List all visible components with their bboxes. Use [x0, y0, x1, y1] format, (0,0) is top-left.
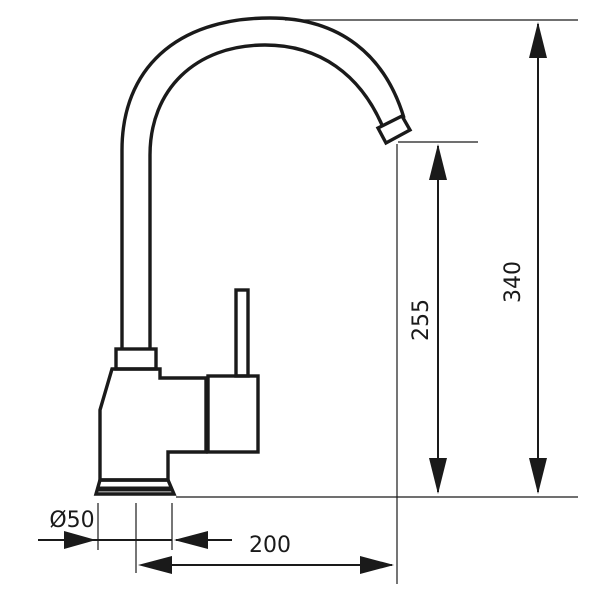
- dimension-200: 200: [138, 531, 394, 574]
- spout-collar: [114, 347, 158, 371]
- spout-outer: [120, 16, 406, 349]
- extension-lines: [97, 19, 578, 584]
- aerator: [375, 113, 413, 146]
- lever: [234, 288, 250, 378]
- dim-255-label: 255: [409, 299, 434, 341]
- dim-340-arrow-bottom: [529, 458, 547, 494]
- dimension-diameter-50: Ø50: [38, 508, 172, 549]
- base-plate: [93, 478, 177, 496]
- spout-inner: [148, 43, 384, 349]
- handle-housing: [206, 374, 260, 454]
- dim-255-arrow-top: [429, 144, 447, 180]
- dim-50-label: Ø50: [49, 508, 94, 533]
- dim-340-label: 340: [501, 261, 526, 303]
- dimension-340: 340: [501, 22, 547, 494]
- dim-200-leader-arrow: [174, 531, 208, 549]
- dimension-255: 255: [409, 144, 447, 494]
- faucet: [93, 16, 413, 496]
- dim-200-arrow-left: [138, 556, 172, 574]
- dim-50-arrow-left: [64, 531, 96, 549]
- dim-255-arrow-bottom: [429, 458, 447, 494]
- dim-200-label: 200: [249, 533, 291, 558]
- faucet-body: [98, 367, 208, 482]
- dim-340-arrow-top: [529, 22, 547, 58]
- dim-200-arrow-right: [360, 556, 394, 574]
